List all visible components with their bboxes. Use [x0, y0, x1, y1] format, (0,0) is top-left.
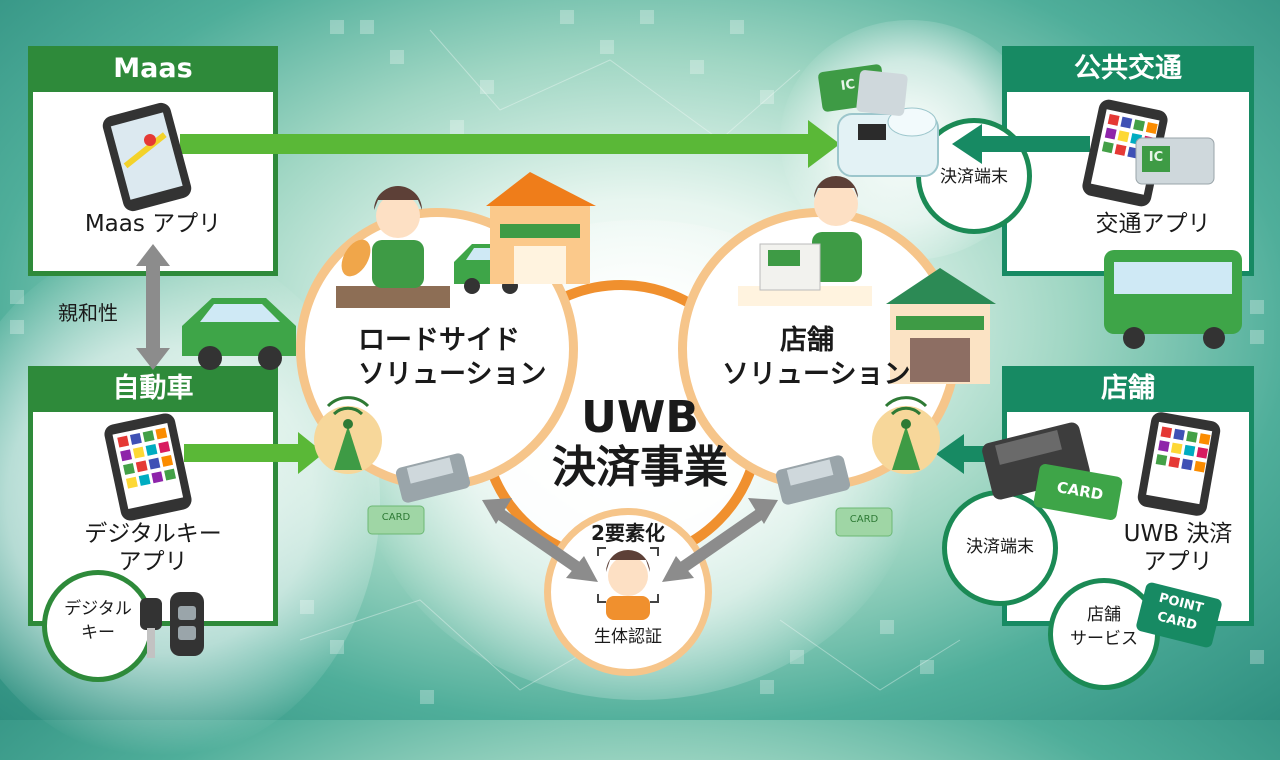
uwb-payment-app-label-line2: アプリ — [1143, 549, 1213, 575]
center-title-line1: UWB — [581, 392, 699, 443]
digital-key-circle — [42, 570, 154, 682]
maas-panel: Maas Maas アプリ — [28, 46, 278, 276]
shop-title-line1: 店舗 — [780, 325, 834, 356]
terminal-top-label: 決済端末 — [940, 167, 1008, 187]
public-transport-panel: 公共交通 交通アプリ — [1002, 46, 1254, 276]
digital-key-app-label-line2: アプリ — [118, 549, 188, 575]
uwb-payment-app-label-line1: UWB 決済 — [1123, 521, 1233, 547]
public-transport-panel-title: 公共交通 — [1002, 46, 1254, 92]
digital-key-label-line1: デジタル — [64, 599, 132, 619]
roadside-title-line1: ロードサイド — [358, 325, 520, 356]
shop-title-line2: ソリューション — [722, 359, 911, 390]
card-mid-label: CARD — [849, 514, 879, 525]
roadside-title-line2: ソリューション — [358, 359, 547, 390]
maas-app-label: Maas アプリ — [84, 211, 222, 237]
ic-card-right-label: IC — [1148, 150, 1164, 165]
biometric-label: 生体認証 — [594, 627, 662, 647]
center-title-line2: 決済事業 — [552, 442, 728, 493]
card-left-label: CARD — [381, 512, 411, 523]
store-service-label-line2: サービス — [1070, 629, 1138, 649]
store-service-label-line1: 店舗 — [1087, 605, 1121, 625]
biometric-two-factor-label: 2要素化 — [591, 521, 665, 545]
digital-key-label-line2: キー — [81, 623, 115, 643]
store-panel-title: 店舗 — [1002, 366, 1254, 412]
affinity-label: 親和性 — [58, 301, 118, 325]
transport-app-label: 交通アプリ — [1095, 211, 1211, 237]
maas-panel-title: Maas — [28, 46, 278, 92]
car-panel-title: 自動車 — [28, 366, 278, 412]
digital-key-app-label-line1: デジタルキー — [84, 521, 222, 547]
terminal-right-label: 決済端末 — [966, 537, 1034, 557]
